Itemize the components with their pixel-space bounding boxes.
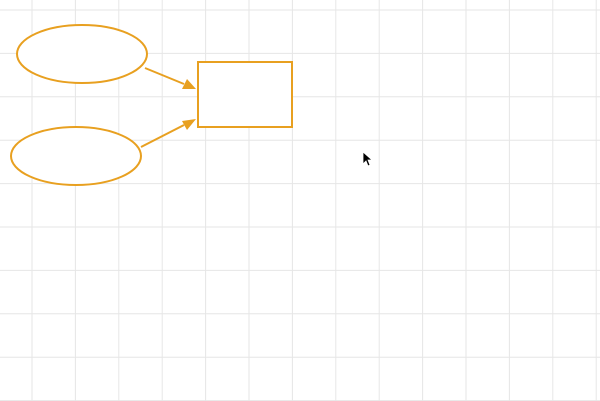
connector-arrow-1[interactable] (144, 67, 196, 89)
rectangle-shape-1[interactable] (197, 61, 293, 128)
mouse-pointer-icon (362, 151, 374, 167)
ellipse-shape-1[interactable] (16, 24, 148, 84)
ellipse-shape-2[interactable] (10, 126, 142, 186)
arrowhead-icon (182, 119, 196, 130)
diagram-shapes (10, 24, 293, 186)
connector-arrow-2[interactable] (140, 119, 196, 148)
arrowhead-icon (182, 79, 196, 89)
